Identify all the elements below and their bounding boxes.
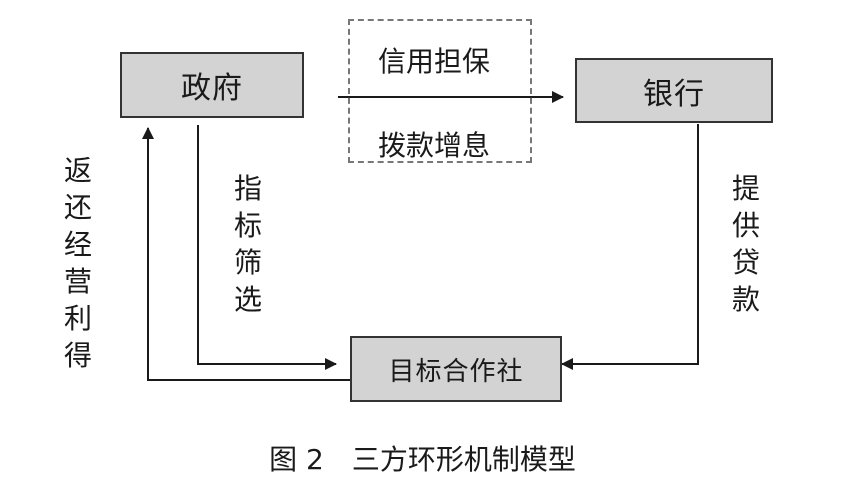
arrow-bank-to-coop: [561, 124, 699, 370]
cooperative-node: 目标合作社: [350, 336, 562, 402]
label-return-profit: 返还经营利得: [63, 154, 92, 372]
label-provide-loan: 提供贷款: [731, 172, 760, 316]
figure-caption: 图 2 三方环形机制模型: [269, 443, 576, 476]
gov-bank-dashed-frame: [348, 19, 532, 163]
government-node: 政府: [120, 52, 304, 118]
label-indicator-screening: 指标筛选: [233, 172, 262, 316]
government-label: 政府: [181, 71, 243, 106]
label-funding-interest: 拨款增息: [378, 129, 491, 162]
bank-node: 银行: [575, 58, 773, 123]
label-credit-guarantee: 信用担保: [378, 45, 491, 78]
arrow-coop-to-gov: [142, 127, 350, 381]
bank-label: 银行: [643, 76, 705, 112]
arrow-gov-to-coop: [197, 125, 337, 370]
cooperative-label: 目标合作社: [388, 356, 524, 387]
